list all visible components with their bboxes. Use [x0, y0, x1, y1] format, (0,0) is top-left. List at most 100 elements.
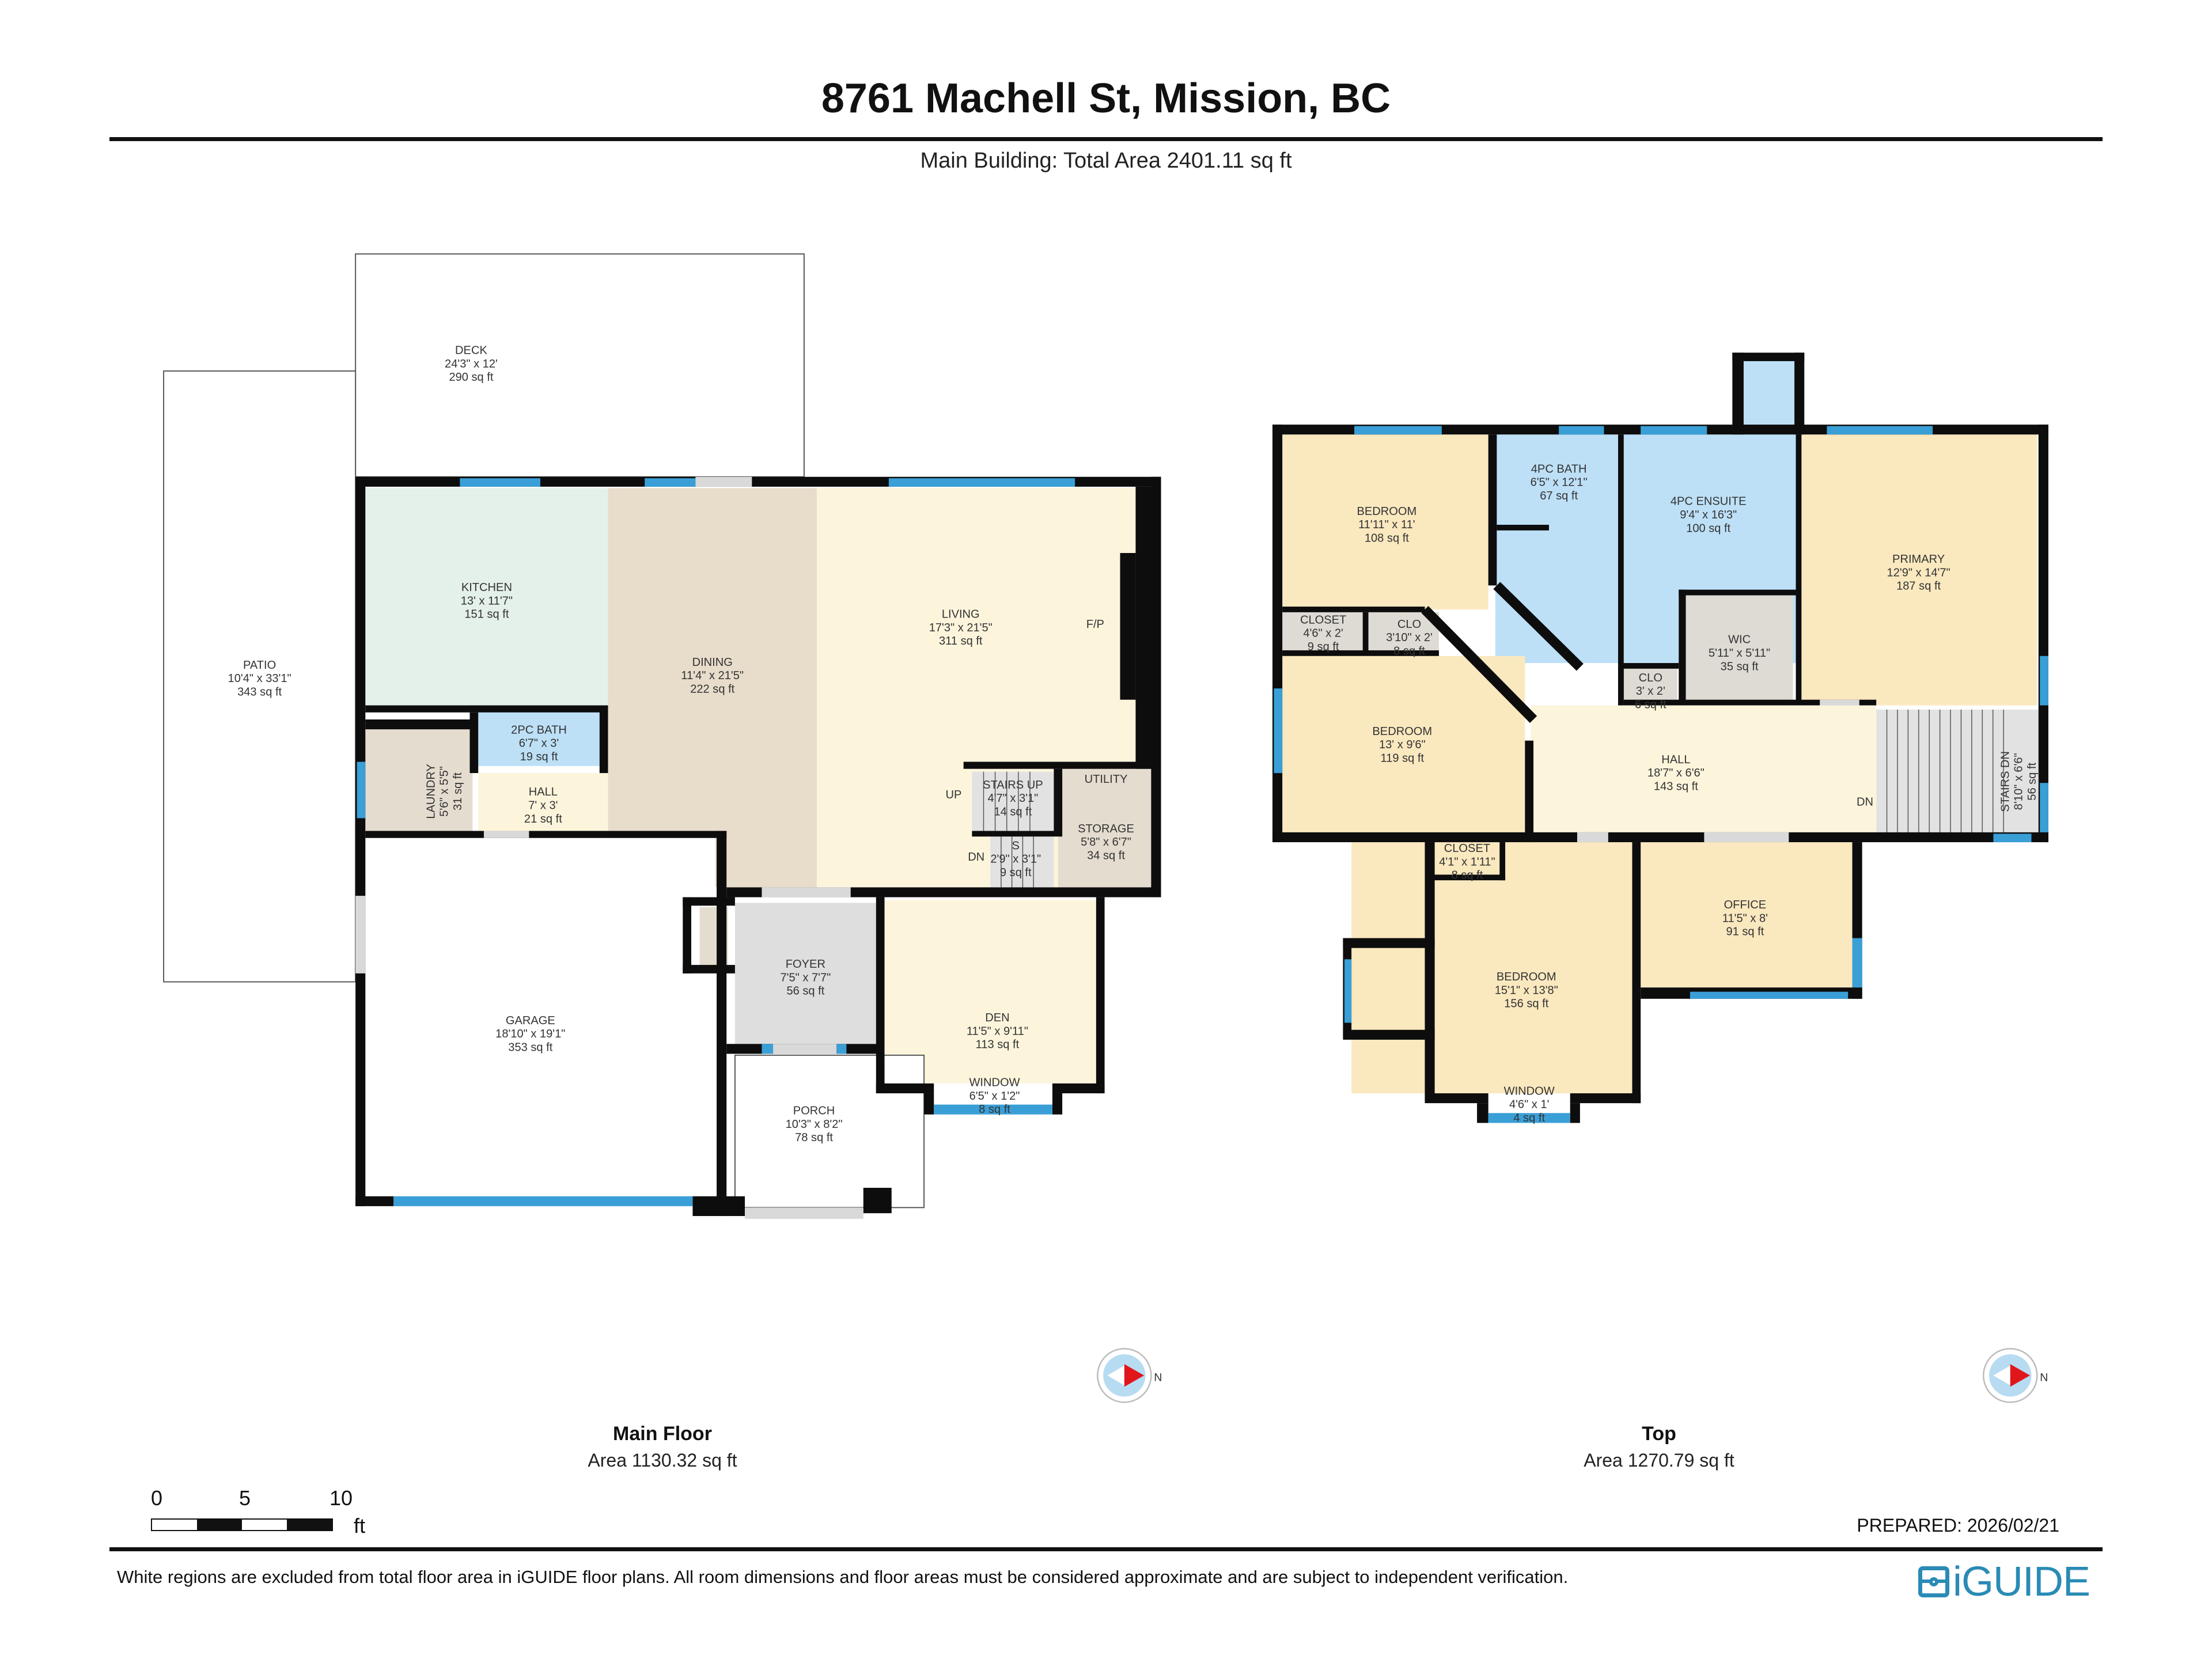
room-name: PRIMARY — [1892, 553, 1945, 566]
room-dimensions: 15'1" x 13'8" — [1495, 984, 1558, 997]
main-floor-area: Area 1130.32 sq ft — [588, 1450, 737, 1471]
room-area: 9 sq ft — [1000, 866, 1032, 879]
room-dimensions: 4'6" x 2' — [1303, 627, 1343, 640]
room-dimensions: 6'5" x 12'1" — [1531, 476, 1588, 489]
scale-tick-0: 0 — [151, 1486, 163, 1510]
footer-divider — [109, 1547, 2103, 1551]
room-name: OFFICE — [1724, 899, 1767, 911]
window — [393, 1196, 693, 1206]
room-name: LAUNDRY — [425, 764, 437, 819]
room-area: 343 sq ft — [237, 685, 282, 698]
room-dimensions: 4'7" x 3'1" — [987, 792, 1038, 805]
wall — [876, 1083, 934, 1093]
room-name: KITCHEN — [461, 581, 512, 594]
wall — [365, 705, 608, 713]
room-name: CLO — [1639, 672, 1662, 684]
door-opening — [1704, 832, 1789, 843]
brand-name: iGUIDE — [1953, 1559, 2090, 1605]
room-dimensions: 2'9" x 3'1" — [990, 853, 1041, 866]
room-closet — [1282, 612, 1365, 650]
room-name: BEDROOM — [1357, 505, 1416, 518]
iguide-logo: iGUIDE — [1918, 1558, 2090, 1605]
room-laundry — [365, 729, 473, 831]
wall — [717, 831, 727, 1217]
room-dimensions: 5'6" x 5'5" — [438, 766, 451, 817]
room-name: STAIRS DN — [1999, 751, 2012, 812]
room-area: 187 sq ft — [1896, 580, 1941, 593]
wall — [469, 712, 479, 774]
stair-direction-label: UP — [946, 789, 962, 801]
door-opening — [484, 831, 529, 838]
window — [1344, 959, 1352, 1023]
room-name: CLOSET — [1444, 842, 1490, 855]
room-area: 56 sq ft — [2026, 762, 2039, 800]
wall — [1425, 842, 1435, 1101]
wall — [1429, 874, 1506, 881]
room-name: CLO — [1397, 618, 1421, 631]
wall — [1732, 353, 1805, 361]
room-stairs-up — [972, 771, 1054, 831]
stair-direction-label: DN — [1857, 796, 1873, 808]
main-floor-name: Main Floor — [613, 1423, 712, 1445]
room-area: 56 sq ft — [786, 985, 824, 998]
top-floor-name: Top — [1642, 1423, 1676, 1445]
room-kitchen — [365, 488, 608, 706]
wall — [1272, 832, 2048, 843]
room-bedroom — [1351, 842, 1633, 1093]
room-area: 156 sq ft — [1504, 998, 1548, 1010]
room-area: 14 sq ft — [994, 806, 1032, 819]
room-name: WIC — [1728, 634, 1751, 646]
wall — [1052, 1083, 1105, 1093]
wall — [683, 897, 735, 906]
room-area: 222 sq ft — [690, 683, 734, 695]
wall — [1623, 699, 1877, 706]
wall — [2038, 425, 2048, 843]
wall — [1679, 589, 1796, 596]
wall — [599, 705, 608, 774]
room-dimensions: 6'5" x 1'2" — [969, 1090, 1020, 1103]
wall — [355, 1196, 394, 1206]
room-dimensions: 11'5" x 9'11" — [967, 1025, 1028, 1037]
room-name: CLOSET — [1300, 613, 1346, 626]
scale-unit: ft — [354, 1514, 366, 1537]
room-name: PATIO — [243, 659, 276, 672]
window — [1274, 688, 1283, 774]
window — [888, 478, 1075, 487]
room-area: 21 sq ft — [524, 813, 562, 825]
wall — [1052, 1093, 1063, 1115]
top-floor-label: Top Area 1270.79 sq ft — [1429, 1423, 1889, 1471]
room-name: UTILITY — [1085, 773, 1128, 786]
wall — [1343, 1029, 1435, 1040]
door-opening — [695, 476, 752, 487]
room-name: 4PC BATH — [1531, 463, 1587, 475]
room-dimensions: 4'1" x 1'11" — [1439, 855, 1495, 868]
wall — [863, 1188, 892, 1214]
room-name: DECK — [455, 344, 487, 357]
room-dimensions: 11'11" x 11' — [1358, 518, 1415, 531]
wall — [1493, 582, 1584, 671]
room-dimensions: 4'6" x 1' — [1509, 1099, 1550, 1111]
wall — [1477, 1103, 1488, 1123]
north-label: N — [1154, 1372, 1162, 1384]
camera-icon — [1918, 1566, 1949, 1597]
scale-bar-graphic — [151, 1518, 333, 1531]
wall — [1362, 612, 1369, 650]
room-area: 113 sq ft — [976, 1039, 1020, 1051]
wall — [1488, 434, 1497, 586]
room-foyer — [734, 903, 876, 1044]
wall — [692, 1196, 745, 1217]
room-dimensions: 8'10" x 6'6" — [2013, 753, 2025, 810]
room-dimensions: 11'5" x 8' — [1722, 912, 1768, 925]
scale-tick-10: 10 — [329, 1486, 353, 1510]
wall — [963, 762, 1161, 769]
room-area: 35 sq ft — [1721, 660, 1759, 673]
room-area: 353 sq ft — [508, 1041, 552, 1054]
